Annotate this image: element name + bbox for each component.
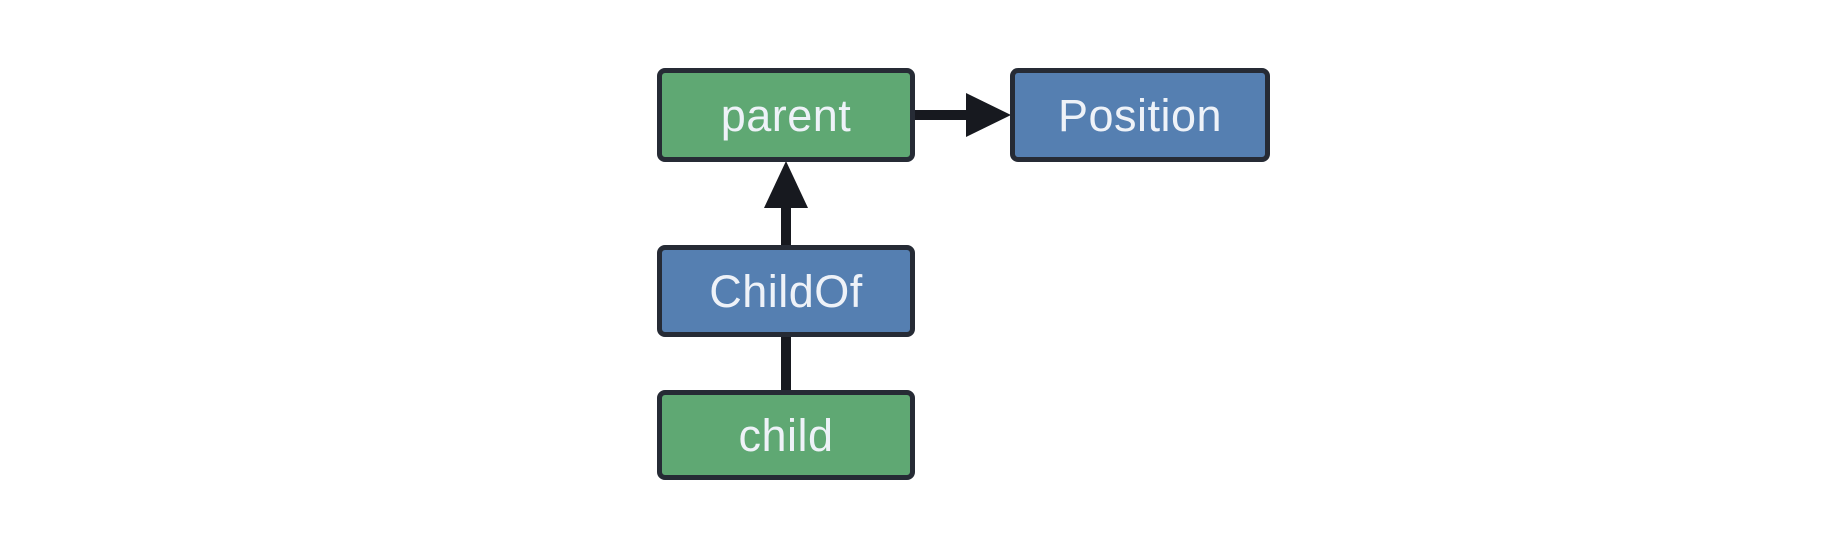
edge-child-to-childof-line [781, 335, 791, 392]
node-parent-label: parent [720, 89, 852, 141]
node-position-label: Position [1057, 89, 1223, 141]
node-child: child [657, 390, 915, 480]
arrowhead-right-icon [966, 93, 1011, 137]
edge-child-to-childof [781, 335, 791, 392]
node-childof-label: ChildOf [709, 265, 863, 317]
edge-parent-to-position-shaft [913, 110, 969, 120]
node-position: Position [1010, 68, 1270, 162]
edge-childof-to-parent-shaft [781, 204, 791, 247]
edge-parent-to-position [913, 93, 1011, 137]
node-parent: parent [657, 68, 915, 162]
node-childof: ChildOf [657, 245, 915, 337]
node-child-label: child [738, 409, 834, 461]
edge-childof-to-parent [764, 161, 808, 247]
arrowhead-up-icon [764, 161, 808, 208]
